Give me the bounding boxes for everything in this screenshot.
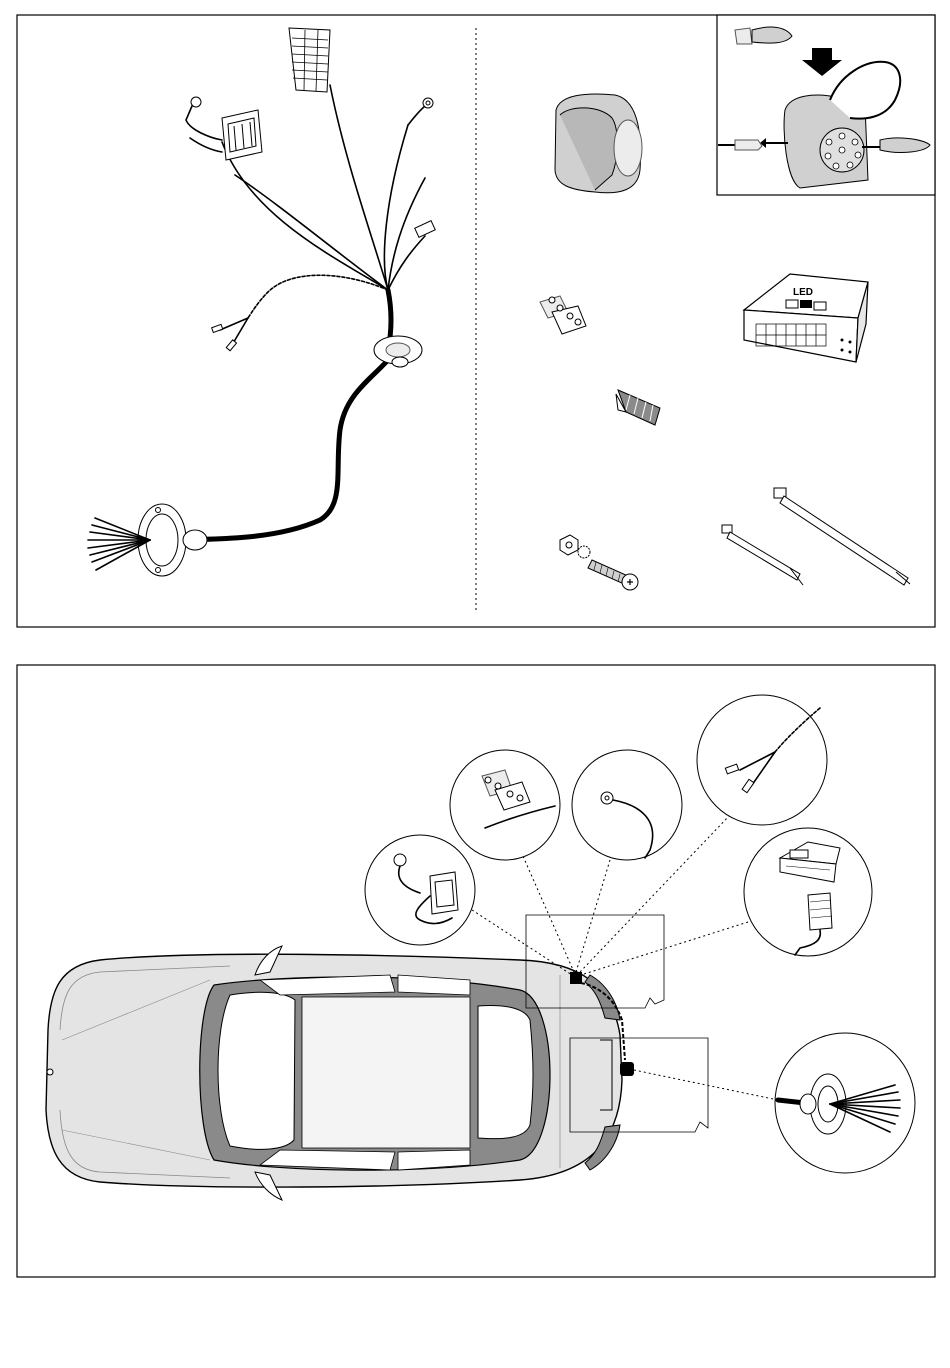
detail-circle-led-module	[744, 828, 872, 956]
module-label: LED	[793, 287, 813, 298]
detail-circle-ground-terminal	[572, 750, 682, 860]
module-location-marker	[570, 972, 582, 984]
detail-circle-socket-plate	[775, 1033, 915, 1173]
trailer-socket	[555, 94, 642, 193]
car-top-view	[46, 946, 634, 1200]
socket-location-marker	[620, 1062, 634, 1076]
socket-detail-inset	[717, 15, 935, 195]
detail-circle-sleeve-wires	[697, 695, 827, 825]
detail-circle-plug-connector	[365, 835, 475, 945]
multi-pin-connector	[289, 28, 330, 92]
installation-overview-panel	[17, 665, 935, 1277]
detail-circle-cable-clamp	[450, 750, 560, 860]
kit-contents-panel: LED	[17, 15, 935, 627]
